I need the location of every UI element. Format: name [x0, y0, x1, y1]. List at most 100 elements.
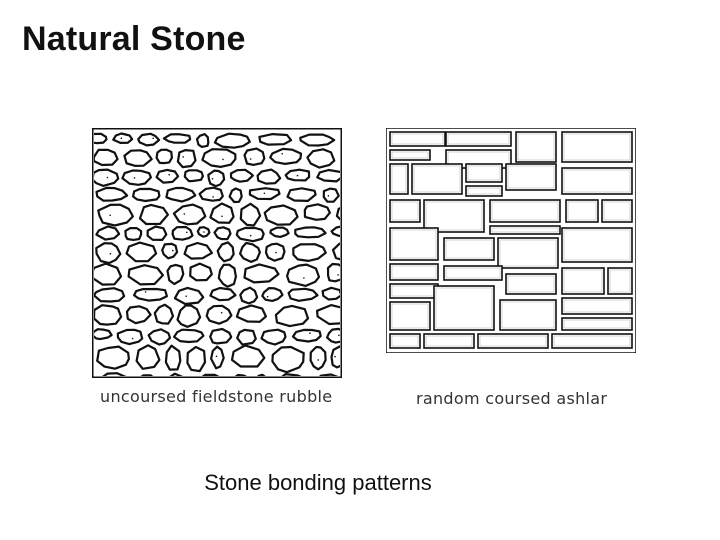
rubble-stone	[281, 373, 302, 376]
rubble-stone	[326, 327, 340, 344]
rubble-stone	[256, 168, 282, 185]
rubble-stone	[235, 304, 267, 323]
ashlar-block-inner	[563, 169, 631, 193]
rubble-stone	[147, 328, 172, 346]
rubble-stone	[291, 328, 322, 343]
stone-speckle	[212, 196, 214, 198]
rubble-stone	[235, 226, 265, 243]
rubble-stone	[135, 344, 161, 370]
rubble-stone	[201, 373, 220, 376]
stone-speckle	[309, 332, 311, 334]
ashlar-pattern-panel	[386, 128, 636, 353]
rubble-stone	[229, 168, 254, 183]
rubble-stone	[94, 287, 126, 303]
rubble-stone	[125, 305, 152, 325]
rubble-stone	[124, 226, 143, 242]
ashlar-block	[551, 333, 633, 349]
ashlar-block-inner	[413, 165, 461, 193]
rubble-stone	[125, 241, 158, 263]
rubble-stone	[166, 263, 185, 286]
stone-speckle	[249, 234, 252, 237]
stone-speckle	[327, 195, 330, 197]
ashlar-block	[477, 333, 549, 349]
ashlar-block-inner	[499, 239, 557, 267]
ashlar-block	[601, 199, 633, 223]
rubble-stone	[127, 264, 165, 286]
rubble-stone	[228, 187, 243, 204]
ashlar-block-inner	[447, 133, 510, 145]
rubble-stone	[95, 225, 121, 241]
stone-speckle	[303, 277, 305, 279]
ashlar-block	[389, 199, 421, 223]
ashlar-block-inner	[391, 265, 437, 279]
stone-speckle	[296, 174, 299, 177]
rubble-stone	[330, 345, 340, 369]
rubble-stone	[234, 373, 248, 376]
rubble-stone	[155, 168, 180, 184]
stone-speckle	[172, 249, 174, 252]
rubble-stone	[102, 372, 127, 376]
ashlar-block-inner	[609, 269, 631, 293]
rubble-stone	[94, 132, 108, 145]
rubble-stone	[94, 148, 119, 167]
ashlar-block	[389, 227, 439, 261]
ashlar-block	[505, 273, 557, 295]
rubble-stone	[303, 203, 331, 221]
rubble-stone	[94, 328, 113, 341]
rubble-stone	[146, 225, 168, 242]
ashlar-block	[561, 167, 633, 195]
ashlar-block-inner	[425, 201, 483, 231]
rubble-stone	[286, 263, 321, 287]
ashlar-block-inner	[391, 335, 419, 347]
rubble-stone	[164, 344, 182, 371]
stone-speckle	[182, 156, 184, 158]
ashlar-block	[389, 149, 431, 161]
rubble-stone	[257, 373, 266, 376]
ashlar-block-inner	[391, 133, 444, 145]
ashlar-block-inner	[501, 301, 555, 329]
rubble-stone	[271, 345, 305, 374]
stone-speckle	[109, 214, 111, 217]
rubble-stone	[209, 202, 235, 224]
stone-speckle	[185, 295, 187, 297]
ashlar-block-inner	[563, 269, 603, 293]
ashlar-block-inner	[563, 133, 631, 161]
rubble-stone	[161, 242, 179, 260]
ashlar-block	[433, 285, 495, 331]
ashlar-block	[561, 227, 633, 263]
rubble-stone	[243, 263, 280, 284]
rubble-stone	[239, 286, 259, 305]
ashlar-block	[499, 299, 557, 331]
ashlar-block-inner	[467, 165, 501, 181]
rubble-stone	[258, 132, 293, 146]
rubble-stone	[94, 304, 123, 326]
rubble-stone	[330, 225, 340, 238]
rubble-stone	[176, 304, 202, 328]
rubble-stone	[209, 327, 233, 345]
stone-speckle	[249, 158, 252, 160]
stone-speckle	[131, 337, 134, 340]
ashlar-block-inner	[445, 267, 501, 279]
stone-speckle	[338, 334, 340, 337]
rubble-stone	[287, 287, 319, 302]
rubble-stone	[264, 242, 286, 262]
ashlar-block-inner	[491, 227, 559, 233]
stone-speckle	[152, 137, 154, 140]
ashlar-block-inner	[563, 229, 631, 261]
rubble-stone	[198, 186, 224, 202]
rubble-label: uncoursed fieldstone rubble	[100, 387, 333, 406]
ashlar-block-inner	[553, 335, 631, 347]
slide-title: Natural Stone	[22, 20, 246, 58]
ashlar-block-inner	[391, 151, 429, 159]
stone-speckle	[275, 251, 277, 254]
ashlar-block	[505, 163, 557, 191]
rubble-stone	[326, 262, 340, 283]
stone-speckle	[221, 215, 223, 218]
ashlar-block	[411, 163, 463, 195]
stone-speckle	[109, 252, 112, 255]
stone-speckle	[144, 291, 147, 293]
rubble-stone	[189, 262, 213, 282]
rubble-stone	[132, 287, 169, 302]
rubble-stone	[243, 147, 266, 167]
rubble-stone	[173, 286, 205, 306]
